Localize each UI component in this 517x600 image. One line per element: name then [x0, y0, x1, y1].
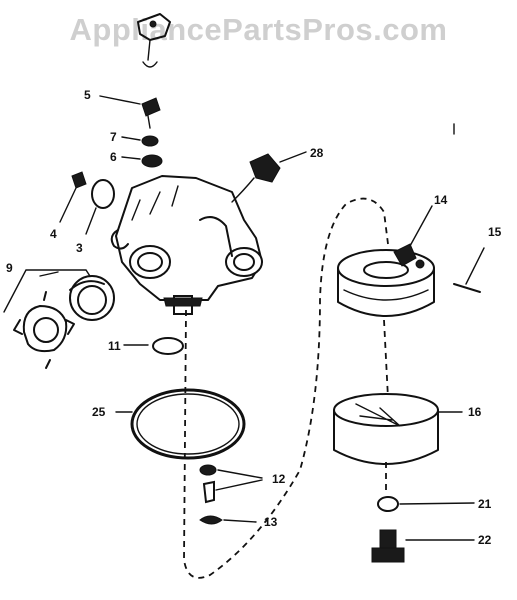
- screw-part-4: [59, 171, 87, 223]
- fuel-line-path: [183, 197, 389, 579]
- top-plate-part: [137, 13, 171, 68]
- callout-16: 16: [468, 405, 482, 419]
- bolt-part-22: [371, 529, 475, 563]
- needle-part-5: [99, 95, 161, 129]
- callout-15: 15: [488, 225, 502, 239]
- callout-14: 14: [434, 193, 448, 207]
- callout-25: 25: [92, 405, 106, 419]
- pin-part-15: [453, 247, 485, 293]
- cover-part-9: [3, 269, 115, 369]
- seal-part-7: [121, 135, 159, 147]
- callout-6: 6: [110, 150, 117, 164]
- diaphragm-part-3: [85, 179, 115, 235]
- bowl-part-16: [333, 393, 463, 465]
- seal-part-6: [121, 154, 163, 168]
- callout-11: 11: [108, 339, 121, 353]
- callout-9: 9: [6, 261, 13, 275]
- callout-28: 28: [310, 146, 324, 160]
- callout-3: 3: [76, 241, 83, 255]
- washer-part-21: [377, 496, 475, 512]
- fitting-part-28: [231, 151, 307, 203]
- callout-12: 12: [272, 472, 286, 486]
- parts-12-13: [199, 464, 263, 525]
- callout-5: 5: [84, 88, 91, 102]
- alignment-line: [383, 319, 389, 399]
- callout-4: 4: [50, 227, 57, 241]
- callout-13: 13: [264, 515, 278, 529]
- callout-22: 22: [478, 533, 492, 547]
- callout-7: 7: [110, 130, 117, 144]
- float-part-14: [337, 205, 435, 317]
- carburetor-body: [110, 175, 263, 315]
- o-ring-part-25: [115, 388, 246, 460]
- callout-21: 21: [478, 497, 492, 511]
- gasket-part-11: [123, 337, 184, 355]
